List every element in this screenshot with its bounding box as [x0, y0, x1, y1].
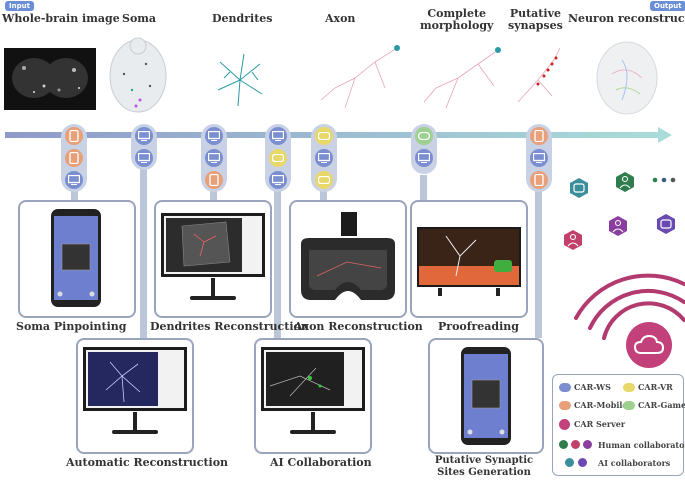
legend-car-server: CAR Server — [574, 419, 626, 429]
caption-synaptic-sites: Putative Synaptic Sites Generation — [434, 455, 534, 478]
legend-box: CAR-WS CAR-VR CAR-Mobile CAR-Game CAR Se… — [552, 374, 685, 476]
input-tag: Input — [5, 1, 34, 11]
stage-label-dendrites: Dendrites — [212, 12, 273, 25]
mobile-icon — [65, 149, 83, 167]
monitor-image — [161, 213, 265, 300]
panel-axon-reconstruction — [289, 200, 407, 318]
panel-proofreading — [410, 200, 528, 318]
legend-ai-collaborators: AI collaborators — [598, 458, 671, 468]
vr-headset-image — [301, 212, 395, 300]
cloud-server-icon — [559, 419, 570, 430]
human-collaborator-icon — [571, 440, 580, 449]
connector-automatic — [140, 160, 147, 340]
workstation-icon — [269, 171, 287, 189]
output-tag: Output — [650, 1, 685, 11]
connector-synaptic — [535, 190, 542, 338]
human-collaborator-icon — [609, 216, 627, 236]
workstation-icon — [530, 149, 548, 167]
stage-label-soma: Soma — [122, 12, 157, 25]
mobile-icon — [530, 127, 548, 145]
vr-headset-icon — [269, 149, 287, 167]
workstation-icon — [205, 149, 223, 167]
human-collaborator-icon — [583, 440, 592, 449]
workstation-icon — [559, 383, 571, 392]
vr-headset-icon — [623, 383, 635, 392]
connector-dendrites — [210, 190, 217, 202]
legend-car-game: CAR-Game — [638, 400, 685, 410]
human-collaborator-icon — [559, 440, 568, 449]
whole-brain-image — [4, 48, 96, 110]
phone-image — [461, 347, 511, 445]
vr-headset-icon — [315, 171, 333, 189]
pipeline-arrow — [5, 127, 672, 143]
caption-dendrites-reconstruction: Dendrites Reconstruction — [150, 320, 309, 333]
monitor-image — [83, 347, 187, 434]
collaborators-cluster — [564, 172, 676, 250]
stage-label-complete-morphology: Complete morphology — [420, 7, 494, 32]
server-wifi-waves — [574, 273, 685, 368]
stage-label-whole-brain: Whole-brain image — [2, 12, 120, 25]
phone-image — [51, 209, 101, 307]
dendrites-image — [210, 50, 270, 110]
panel-automatic-reconstruction — [76, 338, 194, 454]
monitor-image — [261, 347, 365, 434]
stage-label-axon: Axon — [325, 12, 356, 25]
vr-headset-icon — [315, 127, 333, 145]
stage-label-putative-synapses: Putative synapses — [508, 7, 563, 32]
workstation-icon — [205, 127, 223, 145]
ai-collaborator-icon — [570, 178, 588, 198]
caption-automatic-reconstruction: Automatic Reconstruction — [66, 456, 229, 469]
tv-game-image — [417, 227, 521, 296]
workstation-icon — [415, 149, 433, 167]
workstation-icon — [269, 127, 287, 145]
connector-ai — [274, 190, 281, 340]
workstation-icon — [65, 171, 83, 189]
connector-soma-pinpointing — [71, 190, 78, 202]
workstation-icon — [135, 149, 153, 167]
ai-collaborator-icon — [657, 214, 675, 234]
gamepad-icon — [415, 127, 433, 145]
workstation-icon — [135, 127, 153, 145]
gamepad-icon — [623, 401, 635, 410]
connector-axon — [320, 190, 327, 202]
cloud-icon — [633, 335, 665, 354]
human-collaborator-icon — [616, 172, 634, 192]
caption-soma-pinpointing: Soma Pinpointing — [16, 320, 127, 333]
caption-proofreading: Proofreading — [438, 320, 519, 333]
workstation-icon — [315, 149, 333, 167]
soma-brain-image — [106, 34, 170, 114]
ai-collaborator-icon — [578, 458, 587, 467]
mobile-icon — [65, 127, 83, 145]
human-collaborator-icon — [564, 230, 582, 250]
legend-car-mobile: CAR-Mobile — [574, 400, 628, 410]
ai-collaborator-icon — [565, 458, 574, 467]
axon-image — [315, 38, 405, 114]
legend-car-ws: CAR-WS — [574, 382, 611, 392]
legend-car-vr: CAR-VR — [638, 382, 673, 392]
caption-ai-collaboration: AI Collaboration — [270, 456, 372, 469]
stage-label-neuron-reconstructions: Neuron reconstructions — [568, 12, 685, 25]
caption-axon-reconstruction: Axon Reconstruction — [294, 320, 423, 333]
panel-synaptic-sites — [428, 338, 544, 454]
legend-human-collaborators: Human collaborators — [598, 440, 685, 450]
panel-dendrites-reconstruction — [154, 200, 272, 318]
neuron-reconstructions-image — [592, 34, 662, 116]
mobile-icon — [205, 171, 223, 189]
mobile-icon — [559, 401, 571, 410]
panel-soma-pinpointing — [18, 200, 136, 318]
putative-synapses-image — [508, 40, 564, 110]
complete-morphology-image — [418, 38, 508, 114]
panel-ai-collaboration — [254, 338, 372, 454]
connector-proofreading — [420, 175, 427, 202]
mobile-icon — [530, 171, 548, 189]
